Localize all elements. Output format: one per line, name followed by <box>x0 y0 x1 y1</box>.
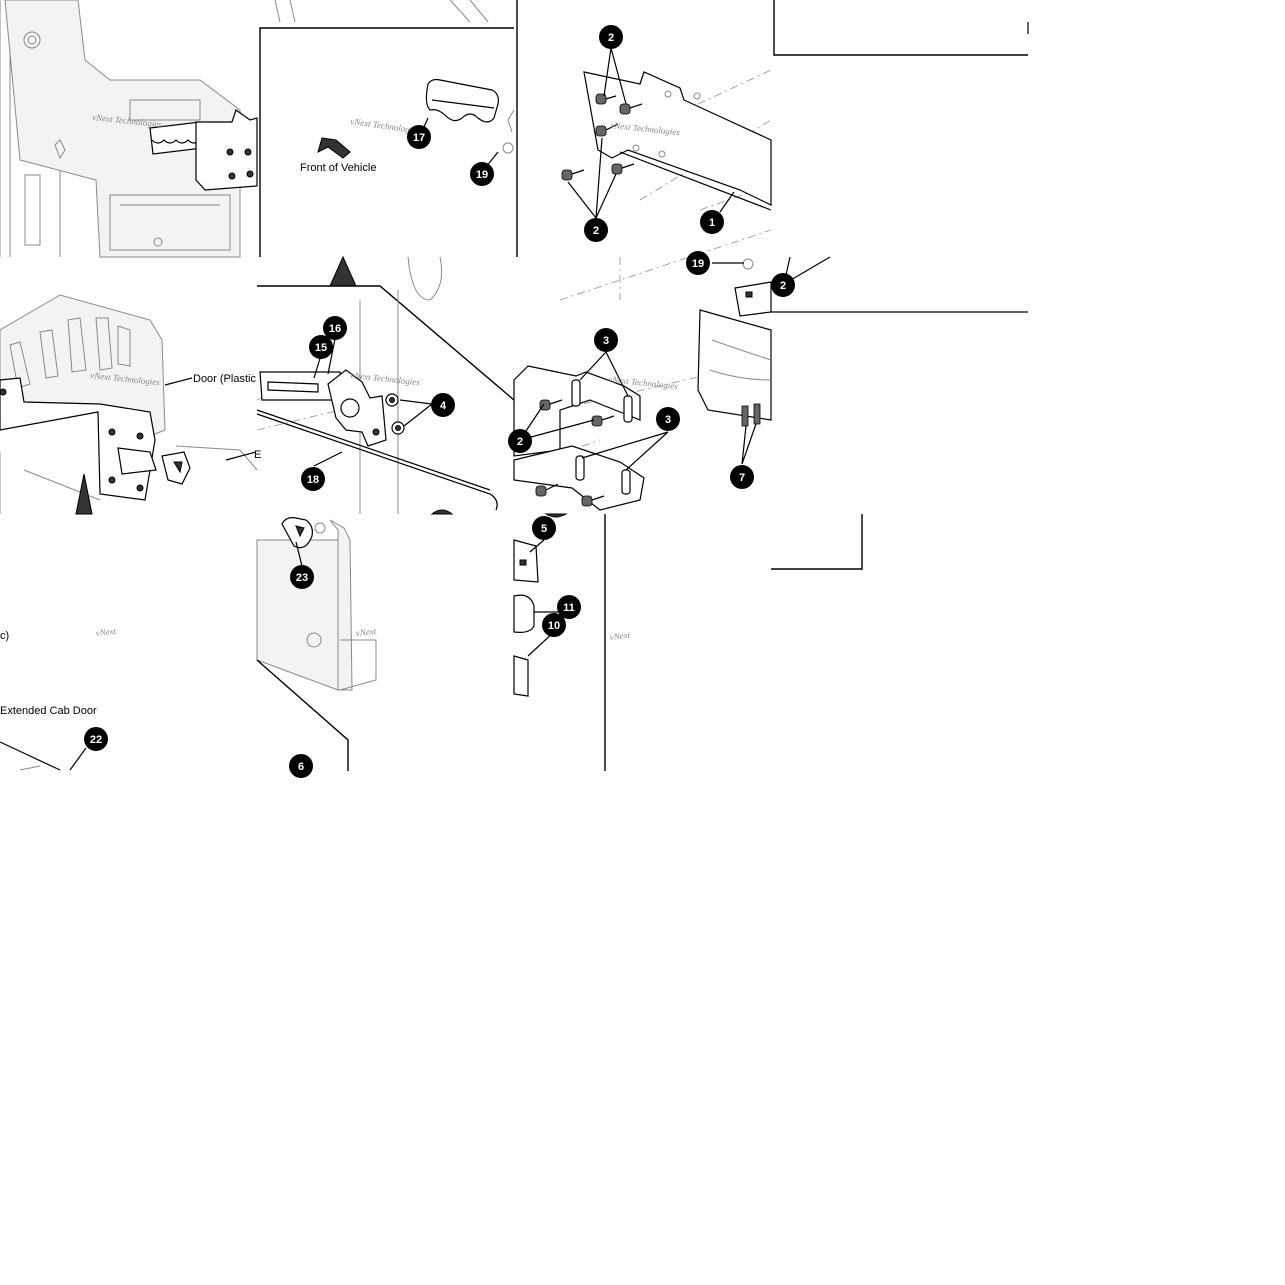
tile-frame-corner <box>773 0 1029 56</box>
callout-number: 10 <box>548 620 560 632</box>
callout-number: 18 <box>307 474 319 486</box>
callout-19b: 19 <box>686 251 710 275</box>
callout-23: 23 <box>290 565 314 589</box>
tile-brackets-group: vNext Technologies <box>513 229 772 511</box>
extended-cab-door-label: Extended Cab Door <box>0 705 97 717</box>
tile-door-corner: vNext Technologies <box>0 0 258 258</box>
callout-2c: 2 <box>771 273 795 297</box>
callout-15: 15 <box>309 335 333 359</box>
callout-bubble <box>407 125 431 149</box>
callout-bubble <box>542 613 566 637</box>
callout-bubble <box>686 251 710 275</box>
front-of-vehicle-label: Front of Vehicle <box>300 162 376 174</box>
callout-number: 23 <box>296 572 308 584</box>
callout-5: 5 <box>532 516 556 540</box>
callout-number: 6 <box>298 761 304 773</box>
callout-number: 2 <box>780 280 786 292</box>
callout-number: 3 <box>603 335 609 347</box>
callout-bubble <box>84 727 108 751</box>
callout-1: 1 <box>700 210 724 234</box>
callout-number: 19 <box>692 258 704 270</box>
callout-number: 7 <box>739 472 745 484</box>
callout-6: 6 <box>289 754 313 778</box>
fragment-label: E <box>254 449 261 461</box>
callout-bubble <box>508 429 532 453</box>
bolt <box>595 93 617 105</box>
tile-cab-door: c) Extended Cab Door vNext <box>0 626 117 771</box>
callout-4: 4 <box>431 393 455 417</box>
callout-bubble <box>532 516 556 540</box>
callout-18: 18 <box>301 467 325 491</box>
callout-number: 16 <box>329 323 341 335</box>
callout-bubble <box>301 467 325 491</box>
callout-7: 7 <box>730 465 754 489</box>
watermark: vNext <box>95 626 117 638</box>
bolt <box>561 169 585 181</box>
callout-number: 11 <box>563 602 575 614</box>
callout-3a: 3 <box>594 328 618 352</box>
callout-3b: 3 <box>656 407 680 431</box>
callout-bubble <box>599 25 623 49</box>
callout-bubble <box>771 273 795 297</box>
callout-10: 10 <box>542 613 566 637</box>
tile-bracket-exploded: vNext Technologies <box>561 47 772 219</box>
callout-number: 15 <box>315 342 327 354</box>
bolt <box>595 123 619 137</box>
callout-number: 2 <box>593 225 599 237</box>
callout-number: 3 <box>665 414 671 426</box>
bolt <box>535 483 559 497</box>
callout-number: 1 <box>709 217 715 229</box>
callout-2d: 2 <box>508 429 532 453</box>
callout-number: 5 <box>541 523 547 535</box>
bolt <box>591 415 615 427</box>
callout-2a: 2 <box>599 25 623 49</box>
callout-bubble <box>431 393 455 417</box>
tile-latch-rod: vNext Technologies <box>256 255 515 515</box>
callout-11: 11 <box>557 595 581 619</box>
callout-bubble <box>470 162 494 186</box>
callout-17: 17 <box>407 125 431 149</box>
watermark: vNext <box>609 630 631 642</box>
bolt <box>581 495 605 507</box>
fragment-label: c) <box>0 630 9 642</box>
callout-22: 22 <box>84 727 108 751</box>
callout-bubble <box>594 328 618 352</box>
callout-bubble <box>290 565 314 589</box>
callout-number: 2 <box>517 436 523 448</box>
callout-2b: 2 <box>584 218 608 242</box>
callout-number: 2 <box>608 32 614 44</box>
tile-frame-bottom <box>771 514 863 570</box>
callout-bubble <box>656 407 680 431</box>
callout-19a: 19 <box>470 162 494 186</box>
tile-small-parts: vNext <box>513 513 631 771</box>
tile-frame-edge <box>771 256 1028 313</box>
door-plastic-label: Door (Plastic <box>193 373 256 385</box>
callout-bubble <box>309 335 333 359</box>
callout-bubble <box>700 210 724 234</box>
callout-bubble <box>557 595 581 619</box>
tile-lock-housing: vNext <box>256 517 377 771</box>
tile-door-plastic: Door (Plastic E vNext Technologies <box>0 294 261 515</box>
bolt <box>539 399 563 411</box>
watermark: vNext <box>355 626 377 638</box>
bolt <box>619 103 643 115</box>
callout-number: 22 <box>90 734 102 746</box>
callout-bubble <box>323 316 347 340</box>
tile-handle-detail: Front of Vehicle vNext Technologies <box>259 0 518 257</box>
callout-bubble <box>289 754 313 778</box>
callout-number: 17 <box>413 132 425 144</box>
callout-number: 19 <box>476 169 488 181</box>
bolt <box>611 163 635 175</box>
callout-bubble <box>730 465 754 489</box>
callout-16: 16 <box>323 316 347 340</box>
callout-bubble <box>584 218 608 242</box>
callout-number: 4 <box>440 400 447 412</box>
